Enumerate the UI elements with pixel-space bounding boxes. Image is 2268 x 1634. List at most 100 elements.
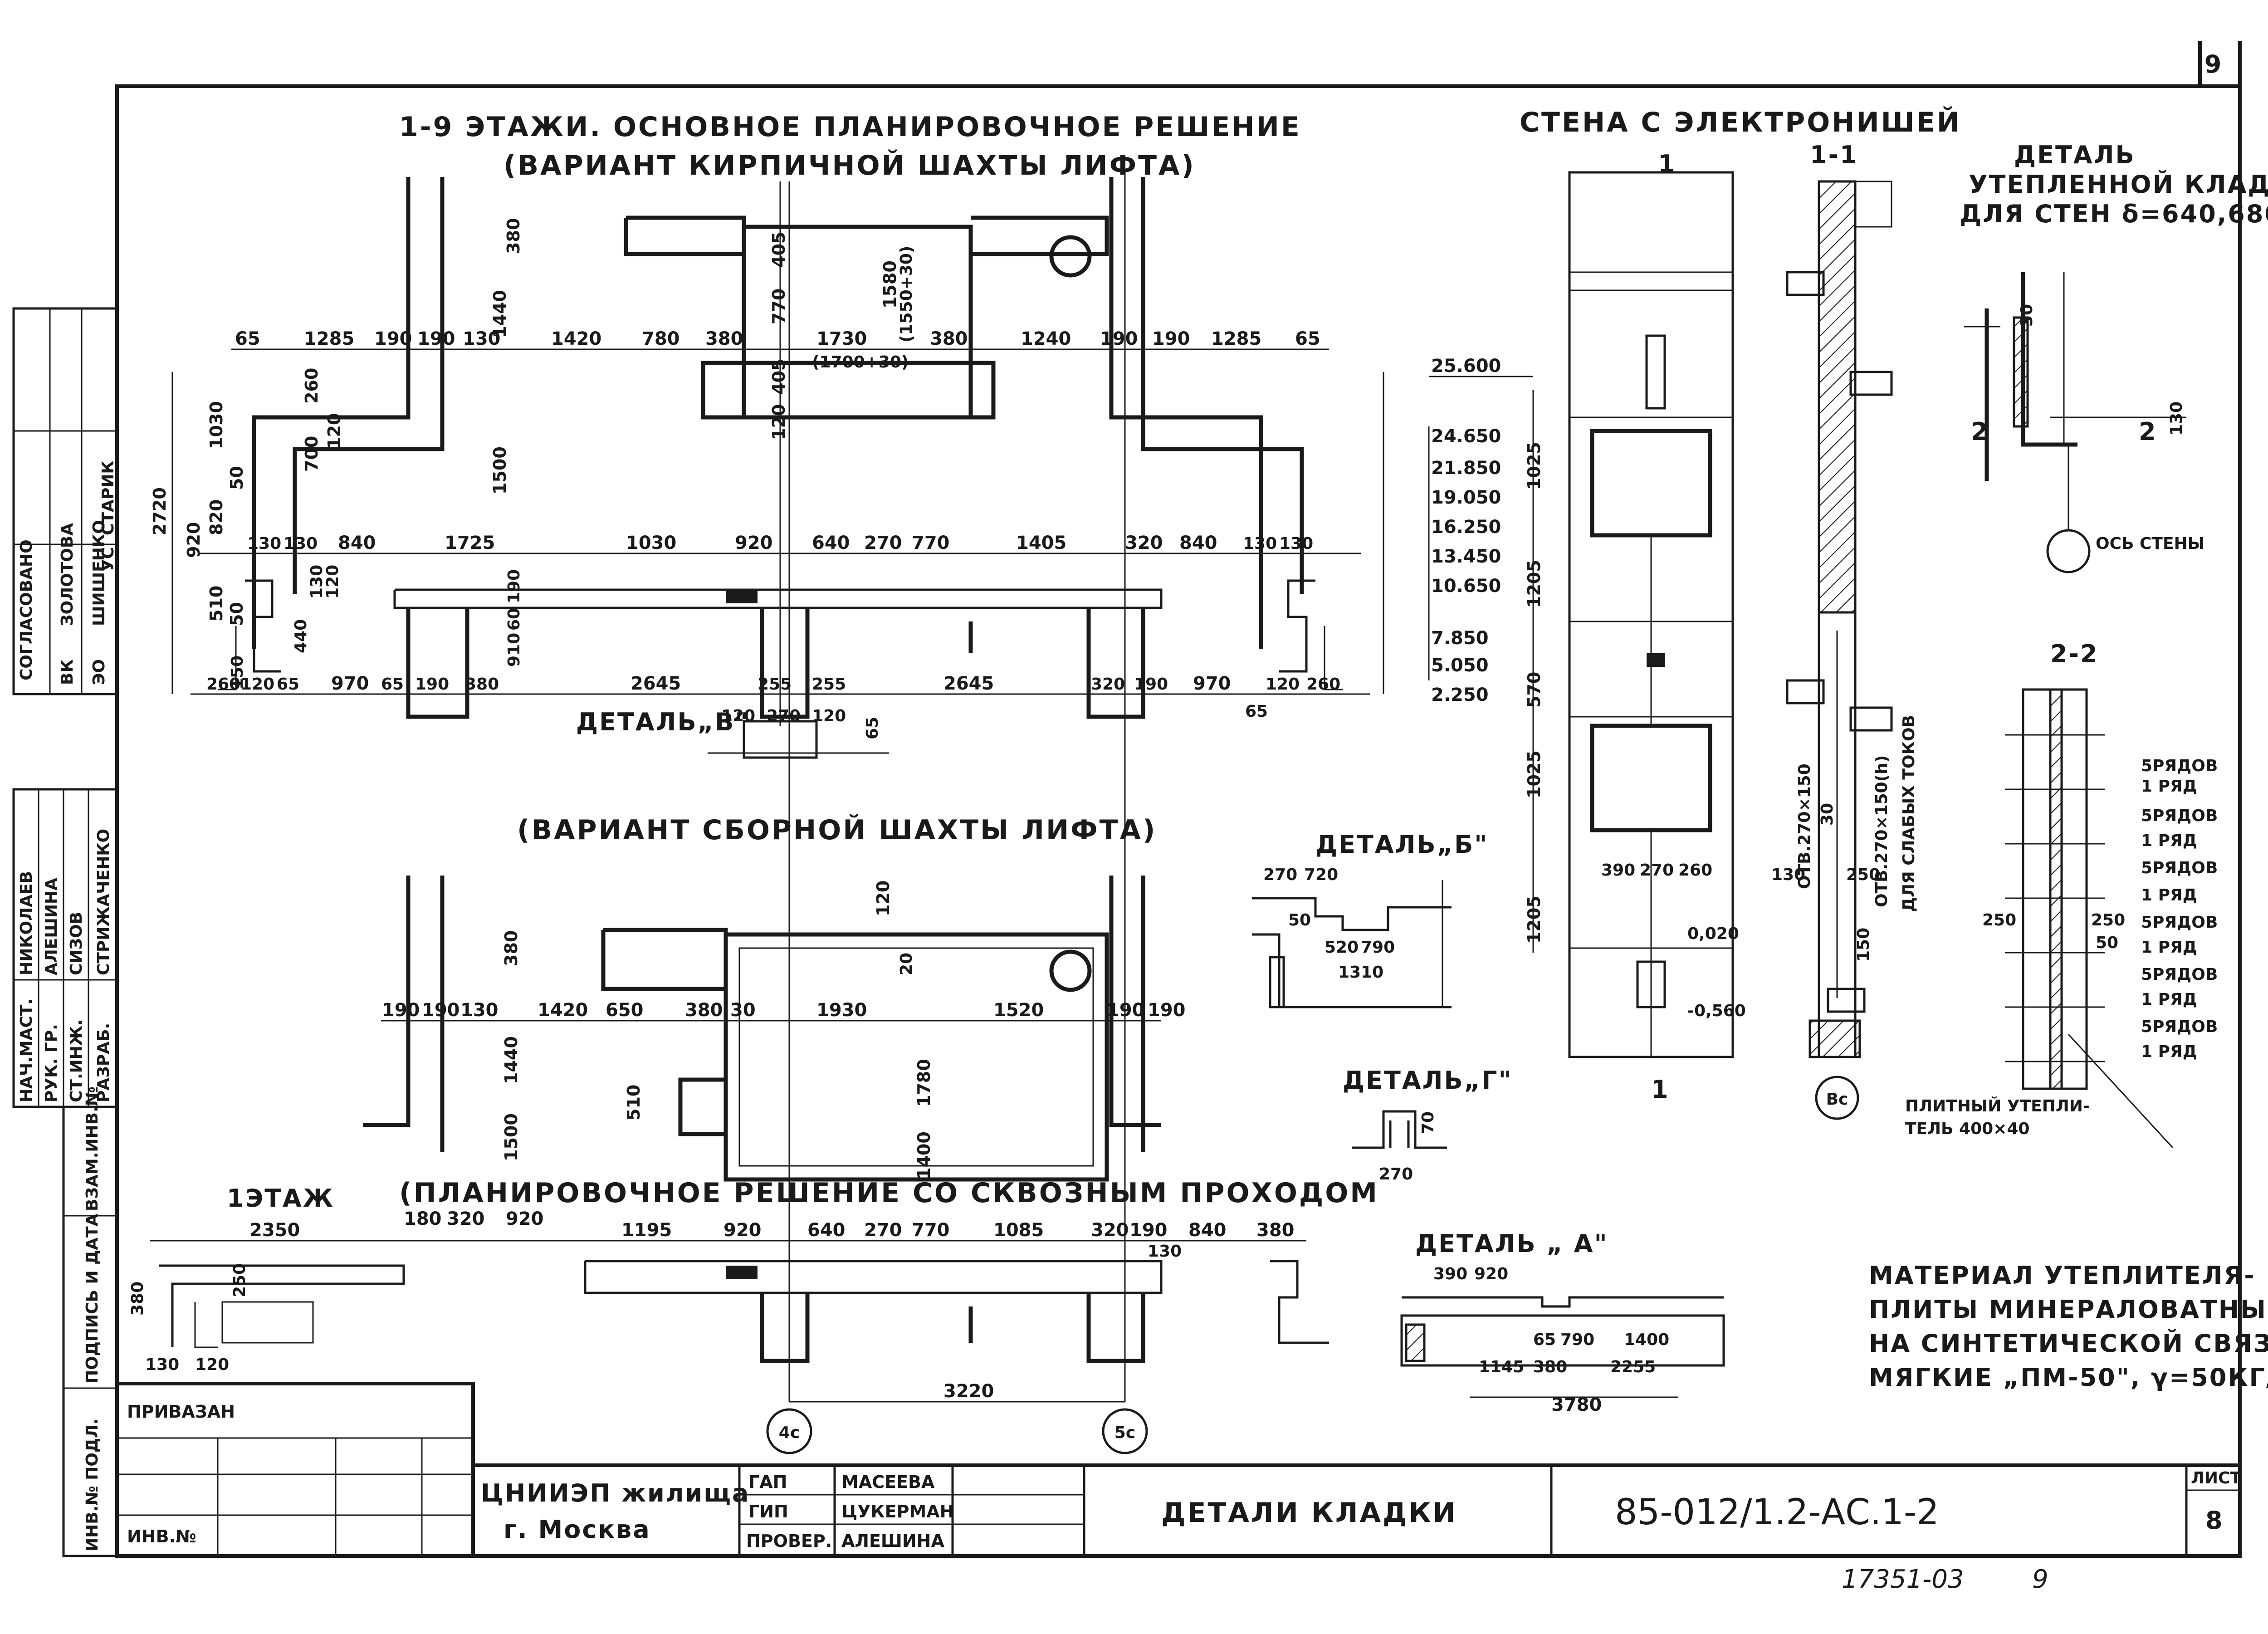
field-replaced: ВЗАМ.ИНВ.№ bbox=[83, 1086, 102, 1211]
dim: 20 bbox=[897, 953, 916, 975]
dim: 1285 bbox=[304, 328, 354, 349]
level: 21.850 bbox=[1431, 458, 1501, 479]
dim: 120 bbox=[873, 881, 893, 916]
dim: 130 bbox=[1279, 534, 1313, 553]
dim: 320 bbox=[1125, 533, 1163, 553]
dim: 190 bbox=[374, 328, 412, 349]
dim: 50 bbox=[227, 466, 247, 490]
level-top: 25.600 bbox=[1431, 356, 1501, 377]
axis-label-5c: 5с bbox=[1114, 1424, 1135, 1442]
dim: 190 bbox=[1100, 328, 1138, 349]
staff-name: АЛЕШИНА bbox=[841, 1531, 944, 1551]
section-mark-2-right: 2 bbox=[2139, 417, 2157, 446]
insulation-label-1: ПЛИТНЫЙ УТЕПЛИ- bbox=[1905, 1096, 2090, 1115]
approval-name: СТАРИК bbox=[99, 460, 117, 535]
row-label: 5РЯДОВ bbox=[2141, 1018, 2218, 1036]
approval-dept: ВК bbox=[58, 659, 77, 685]
staff-name: НИКОЛАЕВ bbox=[17, 871, 36, 975]
shaft-size-label: (1700+30) bbox=[812, 353, 909, 372]
dim: 970 bbox=[331, 673, 369, 694]
plan-middle-dims-vertical: 380 1440 510 1500 1780 1400 120 20 bbox=[501, 881, 934, 1179]
dim: 130 bbox=[1148, 1242, 1182, 1261]
dim: 1025 bbox=[1524, 750, 1544, 798]
dim: 1520 bbox=[993, 1000, 1044, 1021]
dim: 190 bbox=[1134, 675, 1168, 694]
dim: 1420 bbox=[551, 328, 601, 349]
dim-between-axes: 3220 bbox=[943, 1381, 994, 1402]
dim: 130 bbox=[145, 1355, 179, 1374]
dim: 190 bbox=[415, 675, 449, 694]
dim: 1400 bbox=[1624, 1331, 1669, 1349]
axis-label-vc: Вс bbox=[1826, 1090, 1848, 1109]
dim: 820 bbox=[206, 499, 226, 535]
field-inv: ИНВ.№ ПОДЛ. bbox=[83, 1418, 102, 1551]
dim: 1025 bbox=[1524, 442, 1544, 490]
title-block: ПРИВАЗАН ИНВ.№ ЦНИИЭП жилища г. Москва Г… bbox=[115, 1382, 2242, 1558]
dim: 2720 bbox=[150, 487, 170, 535]
corner-page-number: 9 bbox=[2204, 50, 2223, 78]
level-560: -0,560 bbox=[1687, 1002, 1746, 1020]
row-label: 1 РЯД bbox=[2141, 990, 2197, 1009]
dim: 1440 bbox=[490, 290, 510, 338]
dim: 1730 bbox=[816, 328, 867, 349]
dim: 1725 bbox=[445, 533, 495, 553]
dim: 30 bbox=[730, 1000, 756, 1021]
detail-v-label: ДЕТАЛЬ„В" bbox=[576, 708, 749, 736]
dim: 380 bbox=[501, 930, 521, 966]
dim: 120 bbox=[323, 565, 342, 599]
dim: 255 bbox=[812, 675, 846, 694]
dim: 405 bbox=[769, 359, 789, 395]
detail-g-title: ДЕТАЛЬ„Г" bbox=[1343, 1066, 1513, 1095]
dim: 380 bbox=[465, 675, 499, 694]
detail-a-title: ДЕТАЛЬ „ А" bbox=[1415, 1229, 1608, 1258]
dim: 380 bbox=[705, 328, 743, 349]
dim: 380 bbox=[503, 218, 523, 254]
plan-bottom: 1ЭТАЖ (ПЛАНИРОВОЧНОЕ РЕШЕНИЕ СО СКВОЗНЫМ… bbox=[128, 1177, 1377, 1454]
wall-niche-dims-vertical: 1025 1205 570 1025 1205 bbox=[1524, 442, 1544, 944]
material-note-line2: ПЛИТЫ МИНЕРАЛОВАТНЫЕ bbox=[1869, 1295, 2268, 1324]
wall-niche-dims-bottom: 390 270 260 bbox=[1601, 861, 1712, 880]
level-020: 0,020 bbox=[1687, 925, 1739, 943]
document-number: 85-012/1.2-АС.1-2 bbox=[1615, 1492, 1939, 1533]
dim: 1205 bbox=[1524, 895, 1544, 944]
material-note-line3: НА СИНТЕТИЧЕСКОЙ СВЯЗКЕ bbox=[1869, 1329, 2268, 1358]
dim: 250 bbox=[1846, 866, 1880, 884]
detail-insulated-title-1: ДЕТАЛЬ bbox=[2014, 141, 2136, 169]
plan-top-dims-row2: 130 130 840 1725 1030 920 640 270 770 14… bbox=[247, 533, 1313, 553]
dim: 510 bbox=[624, 1085, 644, 1120]
dim: 320 bbox=[1091, 675, 1125, 694]
approval-header: СОГЛАСОВАНО bbox=[17, 539, 36, 680]
dim: 380 bbox=[930, 328, 968, 349]
dim: 570 bbox=[1524, 672, 1544, 708]
dim: 1930 bbox=[816, 1000, 867, 1021]
dim: 2255 bbox=[1610, 1358, 1656, 1376]
material-note-line4: МЯГКИЕ „ПМ-50", γ=50КГ/М³ bbox=[1869, 1363, 2268, 1392]
dim: 180 bbox=[404, 1208, 442, 1229]
plan-top-dims-row1: 65 1285 190 190 130 1420 780 380 1730 38… bbox=[235, 328, 1320, 349]
dim: 910 bbox=[505, 633, 523, 667]
dim: 190 bbox=[1129, 1220, 1168, 1241]
dim: 65 bbox=[863, 717, 882, 739]
section-1-1-title: 1-1 bbox=[1810, 141, 1858, 169]
dim: 1405 bbox=[1016, 533, 1066, 553]
dim: 1240 bbox=[1021, 328, 1071, 349]
dim: 260 bbox=[1678, 861, 1712, 880]
staff-name: МАСЕЕВА bbox=[841, 1472, 935, 1492]
field-signature: ПОДПИСЬ И ДАТА bbox=[83, 1213, 102, 1384]
handwritten-ref: 17351-03 bbox=[1842, 1565, 1964, 1594]
dim: 270 bbox=[864, 533, 902, 553]
dim: 2350 bbox=[249, 1220, 300, 1241]
opening-label-2: ОТВ.270×150(h) bbox=[1872, 755, 1891, 907]
staff-role: СТ.ИНЖ. bbox=[67, 1019, 86, 1102]
floor-label: 1ЭТАЖ bbox=[227, 1184, 334, 1213]
row-label: 5РЯДОВ bbox=[2141, 859, 2218, 877]
dim: 255 bbox=[758, 675, 792, 694]
dim: 70 bbox=[1419, 1111, 1437, 1134]
wall-niche-title: СТЕНА С ЭЛЕКТРОНИШЕЙ bbox=[1520, 106, 1961, 138]
level: 7.850 bbox=[1431, 628, 1489, 649]
row-label: 1 РЯД bbox=[2141, 886, 2197, 905]
dim: 440 bbox=[292, 619, 310, 653]
handwritten-page: 9 bbox=[2032, 1565, 2048, 1594]
dim: 1030 bbox=[206, 401, 226, 449]
